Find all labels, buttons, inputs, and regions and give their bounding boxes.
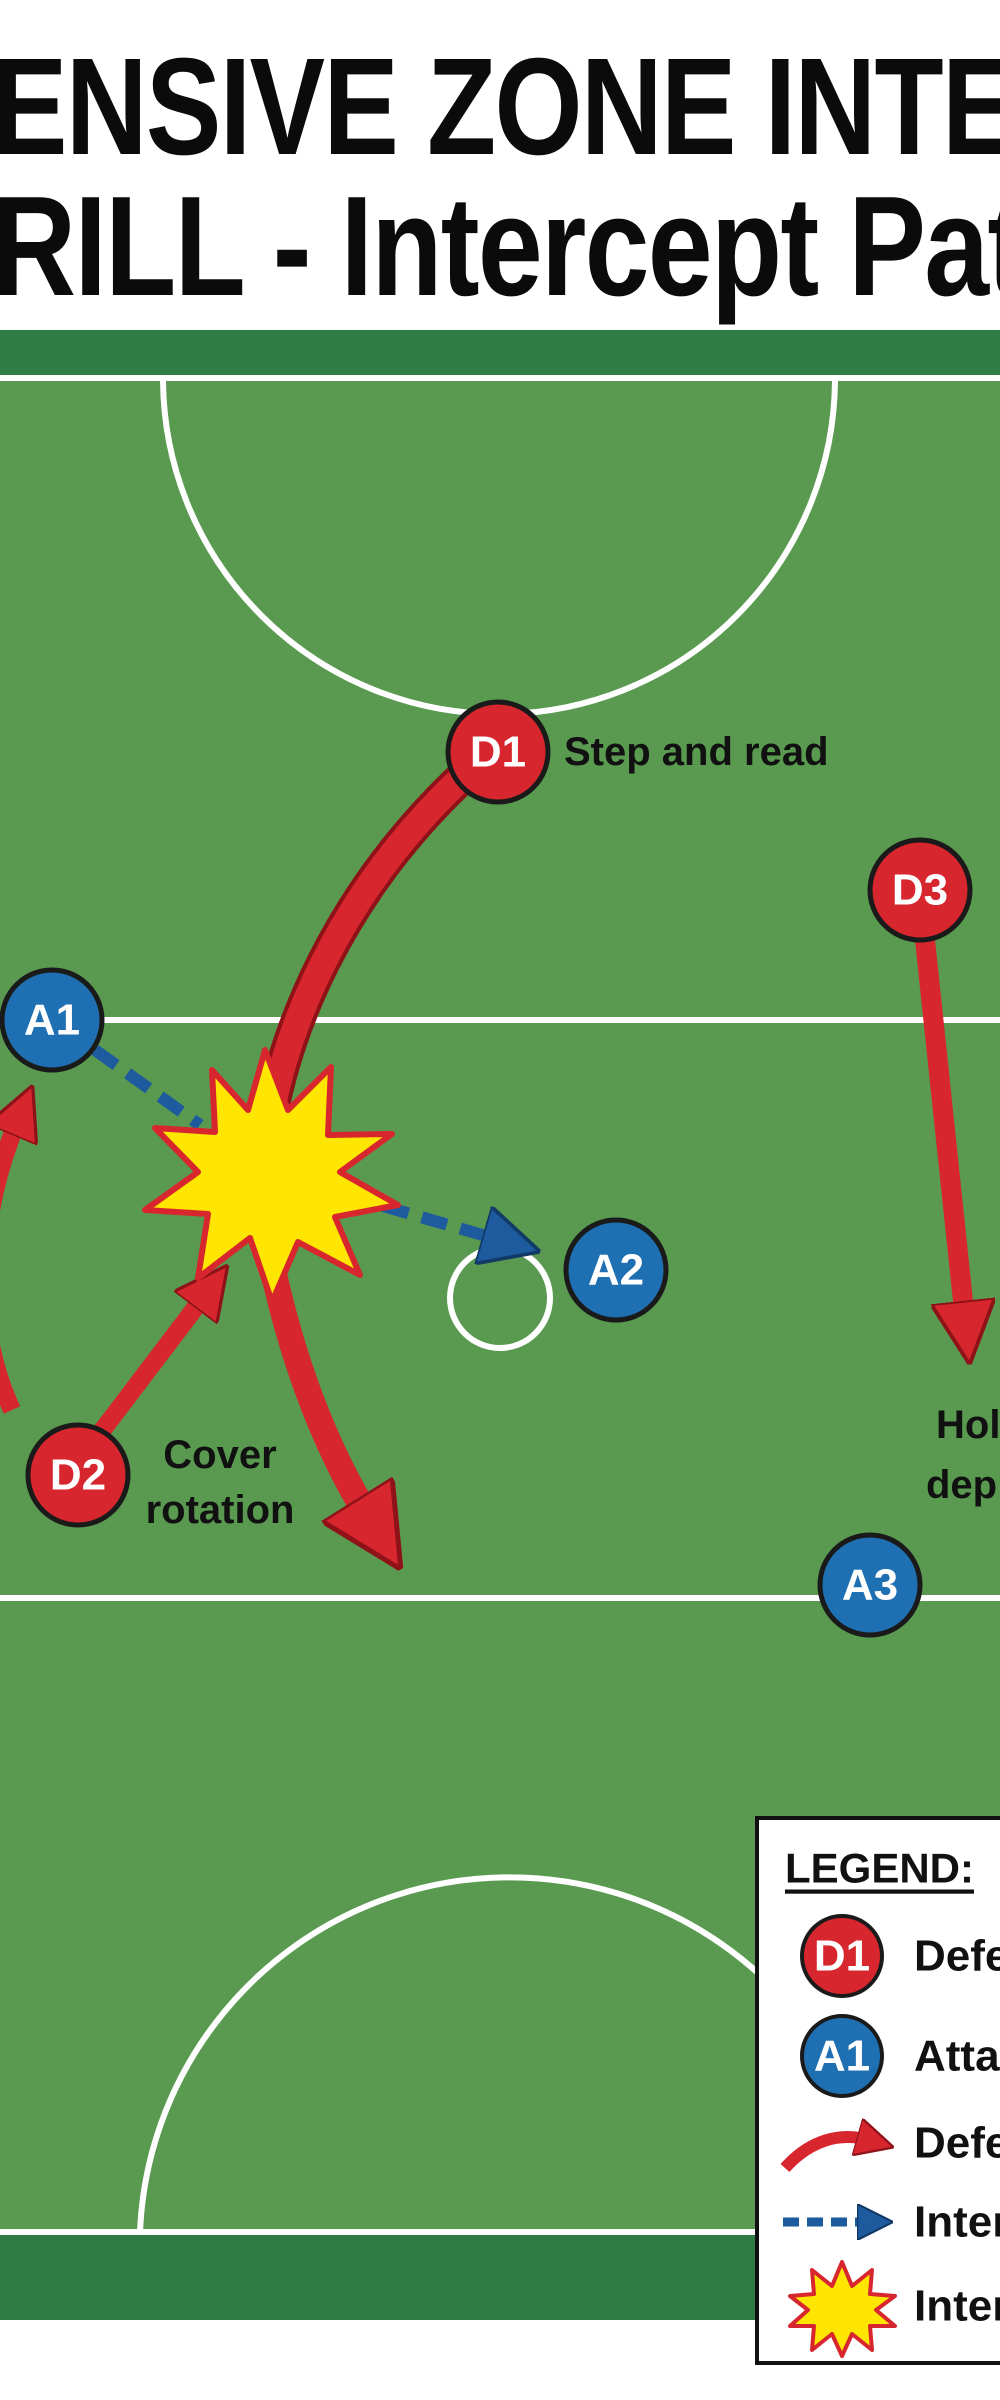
legend-attacker-marker: [800, 2014, 884, 2098]
legend-defender-badge: D1: [814, 1932, 870, 1981]
player-d2-label: D2: [50, 1451, 106, 1500]
player-d1-marker: [445, 699, 551, 805]
legend-pass-arrow-label: Inter: [914, 2198, 1000, 2247]
player-d3: D3: [867, 837, 973, 943]
player-a2-label: A2: [588, 1246, 644, 1295]
curved-red-arrow-icon: [780, 2137, 868, 2173]
player-a2-marker: [563, 1217, 669, 1323]
player-d3-label: D3: [892, 866, 948, 915]
d2-note-line-2: rotation: [146, 1488, 295, 1532]
a1-to-a2-pass-arrow: [343, 1189, 500, 1240]
legend-intercept-star-icon: [788, 2260, 897, 2358]
player-d1-label: D1: [470, 728, 526, 777]
title-line-1: ENSIVE ZONE INTERC: [0, 30, 1000, 184]
title-bar: ENSIVE ZONE INTERC RILL - Intercept Patt…: [0, 0, 1000, 325]
legend-attacker-label: Attac: [914, 2032, 1000, 2081]
player-a1-marker: [0, 967, 105, 1073]
d3-note-line-2: dep: [926, 1463, 997, 1507]
a1-pass-line: [91, 1045, 204, 1130]
legend-frame: [755, 1816, 1000, 2365]
legend-defender-label: Defe: [914, 1932, 1000, 1981]
player-d3-marker: [867, 837, 973, 943]
d3-hold-arrow: [915, 938, 965, 1320]
player-d1: D1: [445, 699, 551, 805]
player-a2: A2: [563, 1217, 669, 1323]
player-a3: A3: [817, 1532, 923, 1638]
legend-box: LEGEND: D1 Defe A1 Attac Defe Inter Inte…: [755, 1816, 1000, 2365]
legend-defender-marker: [800, 1914, 884, 1998]
title-line-2: RILL - Intercept Patter: [0, 167, 1000, 325]
legend-star-label: Inter: [914, 2282, 1000, 2331]
player-a1-label: A1: [24, 996, 80, 1045]
player-a3-marker: [817, 1532, 923, 1638]
intercept-star-icon: [142, 1047, 401, 1305]
player-a1: A1: [0, 967, 105, 1073]
d3-note-line-1: Hol: [936, 1403, 1000, 1447]
legend-defense-arrow-label: Defe: [914, 2119, 1000, 2168]
legend-attacker-badge: A1: [814, 2032, 870, 2081]
d2-curve-arrow: [0, 1120, 18, 1414]
d1-note: Step and read: [564, 730, 829, 774]
d2-note-line-1: Cover: [163, 1433, 276, 1477]
player-d2: D2: [25, 1422, 131, 1528]
player-d2-marker: [25, 1422, 131, 1528]
legend-title: LEGEND:: [785, 1845, 974, 1892]
player-a3-label: A3: [842, 1561, 898, 1610]
bottom-circle: [137, 1874, 803, 2233]
d2-cover-arrow: [87, 1295, 205, 1446]
